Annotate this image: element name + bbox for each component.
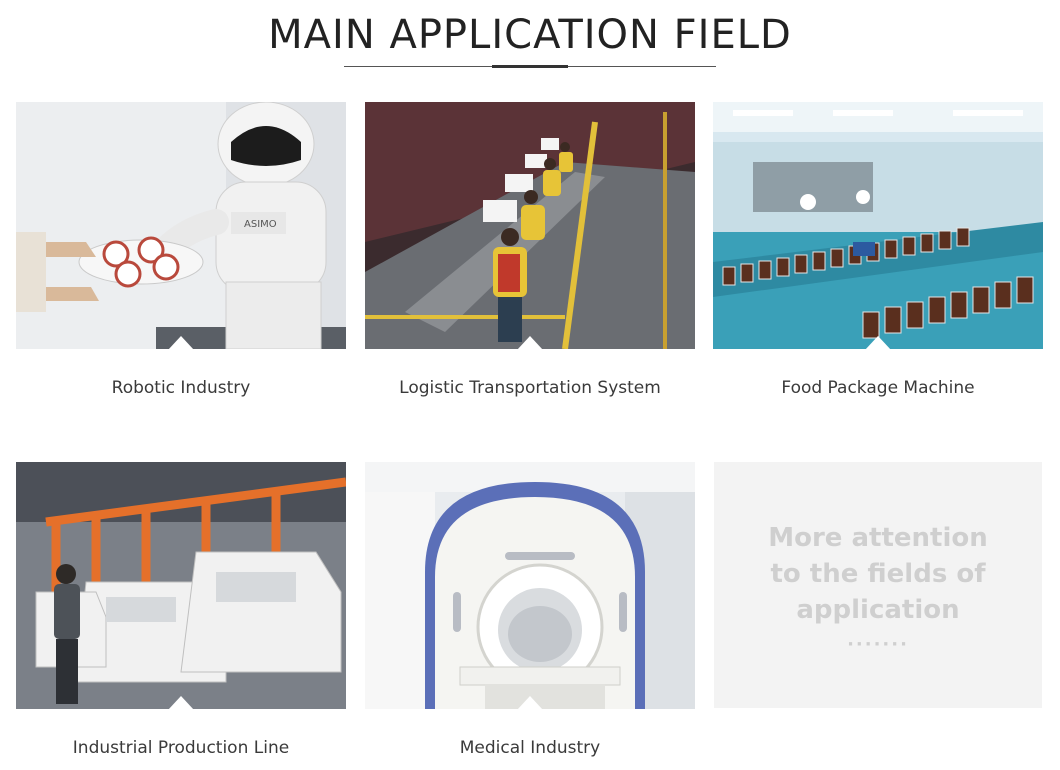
card-caption: Food Package Machine: [781, 378, 975, 398]
application-card-medical[interactable]: Medical Industry: [365, 462, 695, 758]
application-card-logistics[interactable]: Logistic Transportation System: [365, 102, 695, 398]
card-caption: Logistic Transportation System: [399, 378, 661, 398]
robot-photo: ASIMO: [16, 102, 346, 349]
more-line-2: to the fields of: [770, 559, 986, 589]
food-package-photo: [713, 102, 1043, 349]
caption-pointer: [517, 336, 543, 349]
card-caption: Robotic Industry: [111, 378, 251, 398]
card-caption: Industrial Production Line: [72, 738, 290, 758]
mri-scanner-photo: [365, 462, 695, 709]
more-line-1: More attention: [768, 523, 988, 553]
application-card-food-package[interactable]: Food Package Machine: [713, 102, 1043, 398]
more-fields-panel[interactable]: More attention to the fields of applicat…: [714, 462, 1042, 708]
caption-pointer: [517, 696, 543, 709]
card-caption: Medical Industry: [459, 738, 601, 758]
application-card-robotic[interactable]: ASIMO Robotic Industry: [16, 102, 346, 398]
caption-pointer: [865, 336, 891, 349]
page-title: MAIN APPLICATION FIELD: [268, 12, 792, 58]
caption-pointer: [168, 696, 194, 709]
production-line-photo: [16, 462, 346, 709]
application-card-production-line[interactable]: Industrial Production Line: [16, 462, 346, 758]
logistics-photo: [365, 102, 695, 349]
more-fields-text: More attention to the fields of applicat…: [714, 520, 1042, 628]
svg-text:ASIMO: ASIMO: [244, 219, 277, 230]
title-underline-accent: [492, 65, 568, 68]
more-line-3: application: [796, 595, 960, 625]
caption-pointer: [168, 336, 194, 349]
more-dots: ·······: [847, 634, 909, 655]
